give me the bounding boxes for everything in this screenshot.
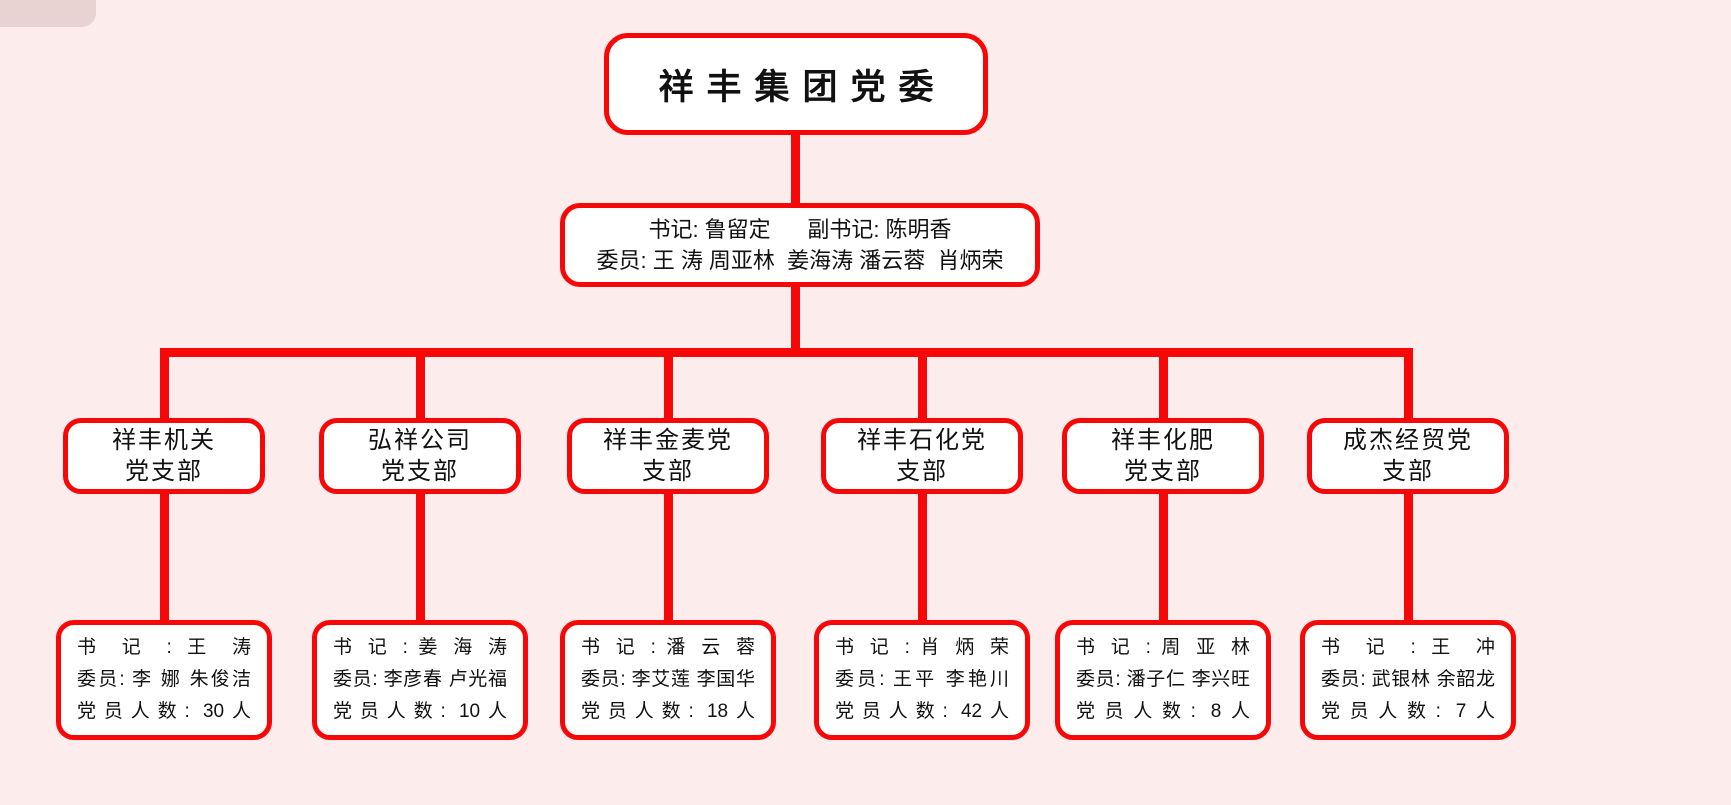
branch-title-node[interactable]: 弘祥公司 党支部 xyxy=(319,418,521,494)
branch-detail-node[interactable]: 书 记 : 王 冲 委员: 武银林 余韶龙 党员人数: 7人 xyxy=(1300,620,1516,740)
branch-title-node[interactable]: 成杰经贸党 支部 xyxy=(1307,418,1509,494)
branch-member-count-line: 党员人数: 42人 xyxy=(835,701,1009,722)
branch-members-line: 委员: 李 娜 朱俊洁 xyxy=(77,669,251,690)
branch-detail-node[interactable]: 书 记 : 周 亚 林 委员: 潘子仁 李兴旺 党员人数: 8人 xyxy=(1055,620,1271,740)
connector-trunk-to-branch xyxy=(1403,348,1413,418)
branch-members-line: 委员: 潘子仁 李兴旺 xyxy=(1076,669,1250,690)
branch-title-line2: 党支部 xyxy=(381,458,459,485)
root-node-title: 祥丰集团党委 xyxy=(658,67,947,107)
branch-column: 成杰经贸党 支部 书 记 : 王 冲 委员: 武银林 余韶龙 党员人数: 7人 xyxy=(1293,348,1523,740)
branch-members-line: 委员: 李艾莲 李国华 xyxy=(581,669,755,690)
branch-title-line2: 支部 xyxy=(1382,458,1434,485)
connector-branch-to-detail xyxy=(1403,494,1413,620)
trunk-line xyxy=(160,348,1413,357)
branch-member-count-line: 党员人数: 10人 xyxy=(333,701,507,722)
branch-title-node[interactable]: 祥丰机关 党支部 xyxy=(63,418,265,494)
branch-member-count-line: 党员人数: 7人 xyxy=(1321,701,1495,722)
connector-root-to-committee xyxy=(791,135,800,203)
branch-members-line: 委员: 王平 李艳川 xyxy=(835,669,1009,690)
branch-title-line2: 党支部 xyxy=(125,458,203,485)
connector-trunk-to-branch xyxy=(1158,348,1168,418)
branch-title-line1: 祥丰石化党 xyxy=(857,427,987,454)
branch-member-count-line: 党员人数: 18人 xyxy=(581,701,755,722)
connector-branch-to-detail xyxy=(415,494,425,620)
branch-column: 祥丰机关 党支部 书 记 : 王 涛 委员: 李 娜 朱俊洁 党员人数: 30人 xyxy=(49,348,279,740)
branch-detail-node[interactable]: 书 记 : 肖 炳 荣 委员: 王平 李艳川 党员人数: 42人 xyxy=(814,620,1030,740)
connector-trunk-to-branch xyxy=(415,348,425,418)
branch-members-line: 委员: 武银林 余韶龙 xyxy=(1321,669,1495,690)
branch-title-line1: 祥丰金麦党 xyxy=(603,427,733,454)
committee-leaders-node[interactable]: 书记: 鲁留定 副书记: 陈明香 委员: 王 涛 周亚林 姜海涛 潘云蓉 肖炳荣 xyxy=(560,203,1040,287)
connector-trunk-to-branch xyxy=(663,348,673,418)
connector-trunk-to-branch xyxy=(917,348,927,418)
branch-detail-node[interactable]: 书 记 : 姜 海 涛 委员: 李彦春 卢光福 党员人数: 10人 xyxy=(312,620,528,740)
connector-branch-to-detail xyxy=(1158,494,1168,620)
branch-column: 弘祥公司 党支部 书 记 : 姜 海 涛 委员: 李彦春 卢光福 党员人数: 1… xyxy=(305,348,535,740)
branch-title-line1: 弘祥公司 xyxy=(368,427,472,454)
committee-secretary-line: 书记: 鲁留定 副书记: 陈明香 xyxy=(648,217,952,242)
branch-secretary-line: 书 记 : 肖 炳 荣 xyxy=(835,637,1009,658)
branch-detail-node[interactable]: 书 记 : 潘 云 蓉 委员: 李艾莲 李国华 党员人数: 18人 xyxy=(560,620,776,740)
branch-secretary-line: 书 记 : 王 冲 xyxy=(1321,637,1495,658)
branch-members-line: 委员: 李彦春 卢光福 xyxy=(333,669,507,690)
connector-committee-to-trunk xyxy=(791,287,800,353)
branch-title-line2: 支部 xyxy=(642,458,694,485)
branch-member-count-line: 党员人数: 8人 xyxy=(1076,701,1250,722)
branch-title-node[interactable]: 祥丰金麦党 支部 xyxy=(567,418,769,494)
branch-secretary-line: 书 记 : 姜 海 涛 xyxy=(333,637,507,658)
branch-secretary-line: 书 记 : 周 亚 林 xyxy=(1076,637,1250,658)
branch-member-count-line: 党员人数: 30人 xyxy=(77,701,251,722)
root-node-party-committee[interactable]: 祥丰集团党委 xyxy=(604,33,988,135)
connector-branch-to-detail xyxy=(663,494,673,620)
branch-title-line1: 祥丰机关 xyxy=(112,427,216,454)
connector-trunk-to-branch xyxy=(159,348,169,418)
branch-title-node[interactable]: 祥丰化肥 党支部 xyxy=(1062,418,1264,494)
branch-title-line2: 支部 xyxy=(896,458,948,485)
connector-branch-to-detail xyxy=(917,494,927,620)
branch-secretary-line: 书 记 : 潘 云 蓉 xyxy=(581,637,755,658)
branch-column: 祥丰化肥 党支部 书 记 : 周 亚 林 委员: 潘子仁 李兴旺 党员人数: 8… xyxy=(1048,348,1278,740)
corner-decoration xyxy=(0,0,96,27)
branch-secretary-line: 书 记 : 王 涛 xyxy=(77,637,251,658)
branch-title-node[interactable]: 祥丰石化党 支部 xyxy=(821,418,1023,494)
branch-title-line1: 成杰经贸党 xyxy=(1343,427,1473,454)
connector-branch-to-detail xyxy=(159,494,169,620)
branch-title-line1: 祥丰化肥 xyxy=(1111,427,1215,454)
committee-members-line: 委员: 王 涛 周亚林 姜海涛 潘云蓉 肖炳荣 xyxy=(596,248,1004,273)
branch-column: 祥丰石化党 支部 书 记 : 肖 炳 荣 委员: 王平 李艳川 党员人数: 42… xyxy=(807,348,1037,740)
branch-title-line2: 党支部 xyxy=(1124,458,1202,485)
branch-column: 祥丰金麦党 支部 书 记 : 潘 云 蓉 委员: 李艾莲 李国华 党员人数: 1… xyxy=(553,348,783,740)
branch-detail-node[interactable]: 书 记 : 王 涛 委员: 李 娜 朱俊洁 党员人数: 30人 xyxy=(56,620,272,740)
